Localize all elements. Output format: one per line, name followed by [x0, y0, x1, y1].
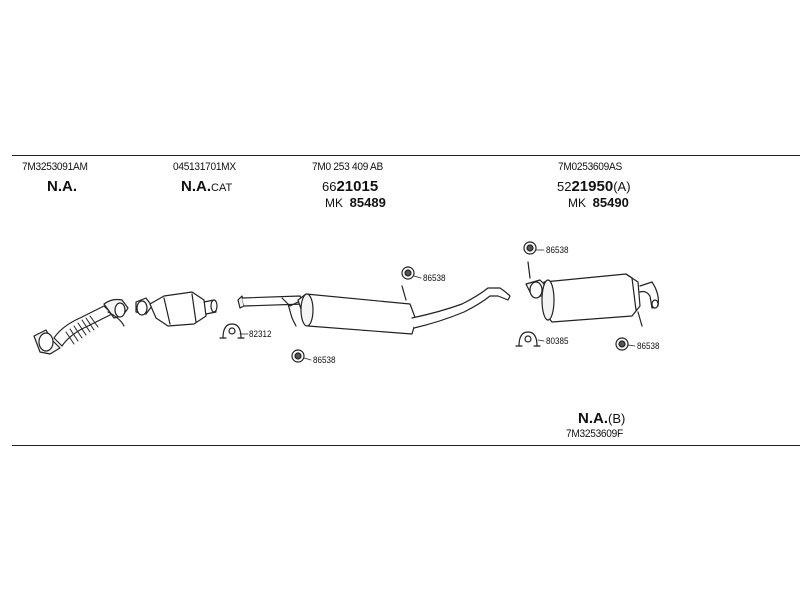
- status-suffix: (B): [608, 411, 626, 426]
- callout-label: 86538: [313, 355, 336, 365]
- clamp-icon: [515, 331, 541, 347]
- rubber-mount-icon: [523, 241, 537, 255]
- bottom-divider-line: [12, 445, 800, 446]
- status-bottom-note: N.A.(B): [578, 410, 625, 427]
- mk-rear-silencer: MK 85490: [568, 195, 629, 210]
- callout-label: 86538: [546, 245, 569, 255]
- part-number-rear-silencer: 7M0253609AS: [558, 161, 622, 173]
- callout-label: 82312: [249, 329, 272, 339]
- code-main: 21015: [336, 178, 379, 195]
- code-main: 21950: [571, 178, 614, 195]
- code-prefix: 52: [557, 179, 572, 194]
- front-pipe-part: [33, 298, 129, 355]
- part-number-front-pipe: 7M3253091AM: [22, 161, 88, 173]
- clamp-icon: [219, 323, 245, 339]
- callout-label: 86538: [637, 341, 660, 351]
- status-main: N.A.: [181, 178, 211, 195]
- part-number-catalyst: 045131701MX: [173, 161, 236, 173]
- catalytic-converter-part: [135, 291, 218, 327]
- mk-number: 85490: [592, 195, 629, 210]
- part-number-bottom-note: 7M3253609F: [566, 428, 623, 440]
- callout-label: 86538: [423, 273, 446, 283]
- flex-section: [65, 315, 99, 345]
- code-rear-silencer: 5221950(A): [557, 178, 631, 195]
- mk-number: 85489: [349, 195, 386, 210]
- rear-silencer-part: [525, 261, 659, 327]
- code-suffix: (A): [613, 179, 631, 194]
- rubber-mount-icon: [615, 337, 629, 351]
- status-catalyst: N.A.CAT: [181, 178, 232, 195]
- code-middle-silencer: 6621015: [322, 178, 378, 195]
- mk-label: MK: [568, 196, 586, 210]
- status-front-pipe: N.A.: [47, 178, 77, 195]
- code-prefix: 66: [322, 179, 337, 194]
- mk-middle-silencer: MK 85489: [325, 195, 386, 210]
- top-divider-line: [12, 155, 800, 156]
- rubber-mount-icon: [291, 349, 305, 363]
- part-number-middle-silencer: 7M0 253 409 AB: [312, 161, 383, 173]
- status-main: N.A.: [578, 410, 608, 427]
- callout-label: 80385: [546, 336, 569, 346]
- status-suffix: CAT: [211, 182, 233, 194]
- mk-label: MK: [325, 196, 343, 210]
- rubber-mount-icon: [401, 266, 415, 280]
- status-main: N.A.: [47, 178, 77, 195]
- middle-silencer-part: [237, 285, 511, 335]
